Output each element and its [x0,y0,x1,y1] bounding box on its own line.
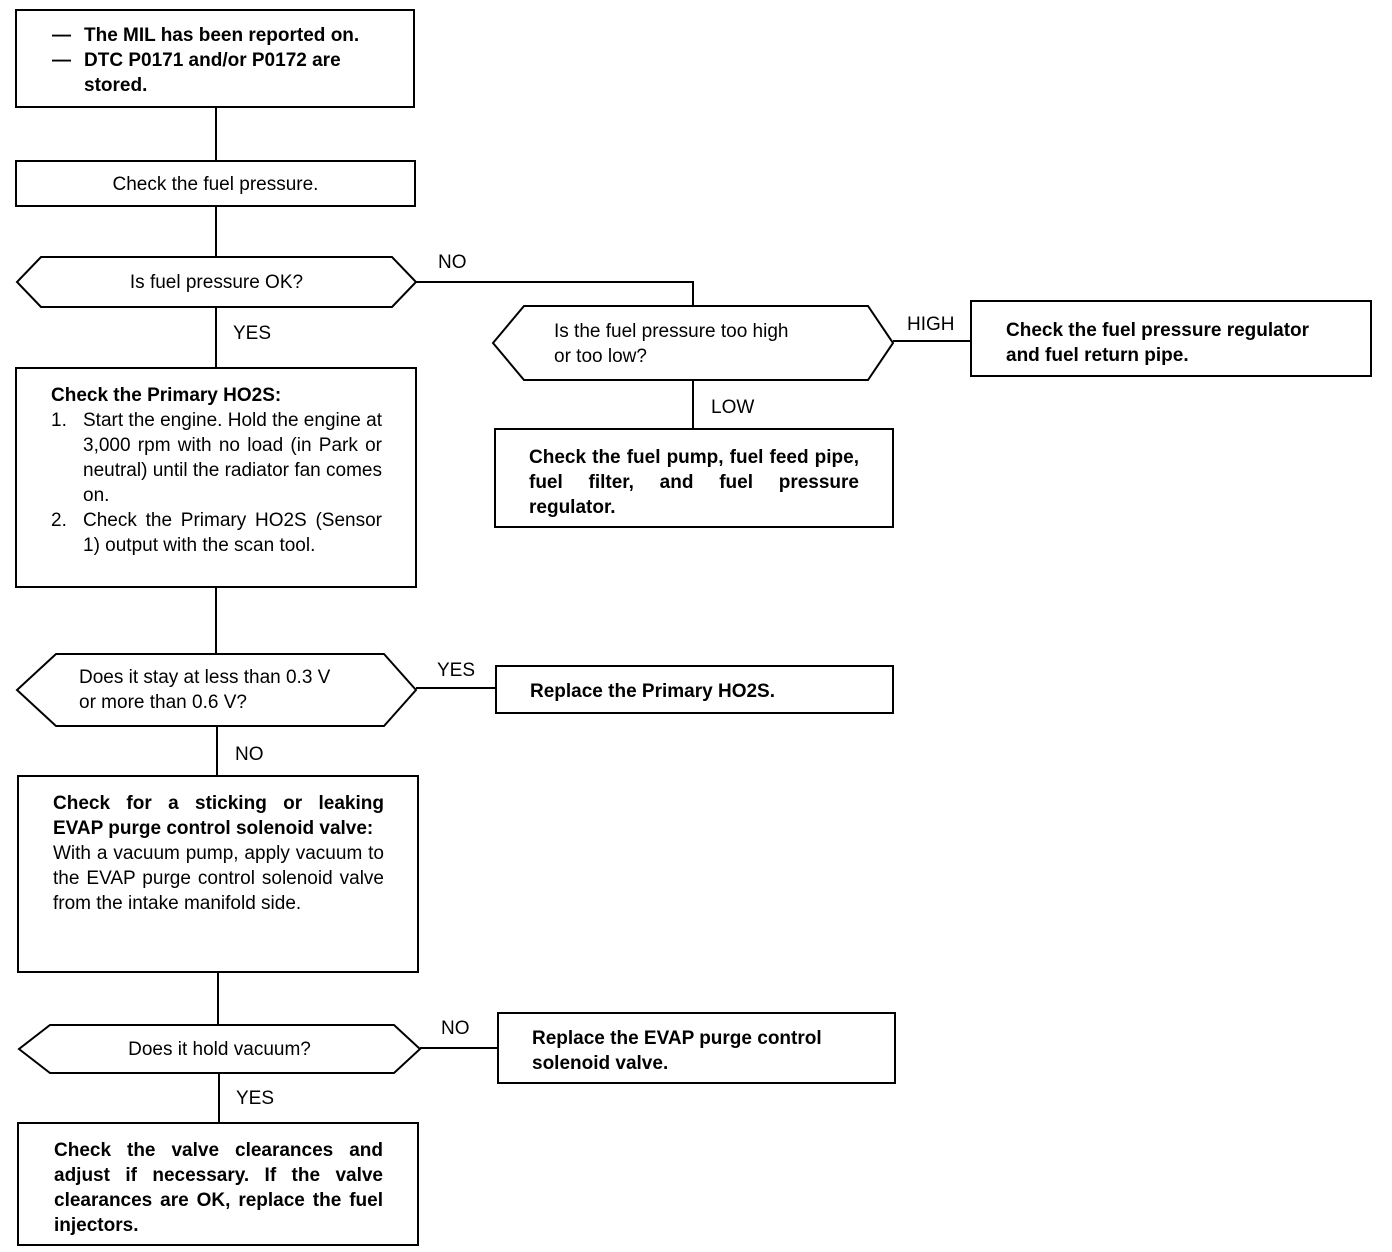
label-low: LOW [711,397,755,418]
label-no-vacuum: NO [441,1018,470,1039]
decision-high-low-line: Is the fuel pressure too high [554,321,789,342]
label-yes-vacuum: YES [236,1088,275,1109]
step-primary-ho2s-item: 1. Start the engine. Hold the engine at … [51,408,382,508]
decision-voltage-shape [15,653,418,727]
step-primary-ho2s-title: Check the Primary HO2S: [51,385,282,406]
label-yes-pressure: YES [233,323,272,344]
label-yes-voltage: YES [437,660,476,681]
decision-vacuum-text: Does it hold vacuum? [128,1039,311,1060]
decision-high-low-line: or too low? [554,346,647,367]
decision-voltage-line: Does it stay at less than 0.3 V [79,667,331,688]
connector-no-pressure [416,281,694,306]
final-step-box: Check the valve clearances and adjust if… [17,1122,419,1246]
action-high-line: and fuel return pipe. [1006,345,1189,366]
label-high: HIGH [907,314,955,335]
step-evap-box: Check for a sticking or leaking EVAP pur… [17,775,419,973]
step-primary-ho2s-box: Check the Primary HO2S: 1. Start the eng… [15,367,417,588]
decision-pressure-ok-shape [15,256,418,308]
action-replace-ho2s-box: Replace the Primary HO2S. [495,665,894,714]
step-check-fuel-pressure: Check the fuel pressure. [15,160,416,207]
action-replace-evap-box: Replace the EVAP purge control solenoid … [497,1012,896,1084]
decision-high-low-text: Is the fuel pressure too high or too low… [554,319,874,369]
step-evap-body: With a vacuum pump, apply vacuum to the … [53,843,384,914]
decision-voltage-line: or more than 0.6 V? [79,692,247,713]
action-low-box: Check the fuel pump, fuel feed pipe, fue… [494,428,894,528]
start-condition-box: The MIL has been reported on. DTC P0171 … [15,9,415,108]
label-no-pressure: NO [438,252,467,273]
decision-high-low-shape [491,305,895,381]
step-primary-ho2s-item: 2. Check the Primary HO2S (Sensor 1) out… [51,508,382,558]
label-no-voltage: NO [235,744,264,765]
step-text: Check the Primary HO2S (Sensor 1) output… [83,510,382,556]
decision-pressure-ok-text: Is fuel pressure OK? [129,272,304,293]
decision-voltage-text: Does it stay at less than 0.3 V or more … [79,665,399,715]
action-high-line: Check the fuel pressure regulator [1006,320,1310,341]
step-number: 2. [51,510,67,531]
step-text: Start the engine. Hold the engine at 3,0… [83,410,382,506]
step-number: 1. [51,410,67,431]
start-condition-line: The MIL has been reported on. [52,23,381,48]
step-evap-title: Check for a sticking or leaking EVAP pur… [53,793,384,839]
decision-vacuum-shape [17,1024,422,1074]
start-condition-line: DTC P0171 and/or P0172 are stored. [52,48,381,98]
action-high-box: Check the fuel pressure regulator and fu… [970,300,1372,377]
